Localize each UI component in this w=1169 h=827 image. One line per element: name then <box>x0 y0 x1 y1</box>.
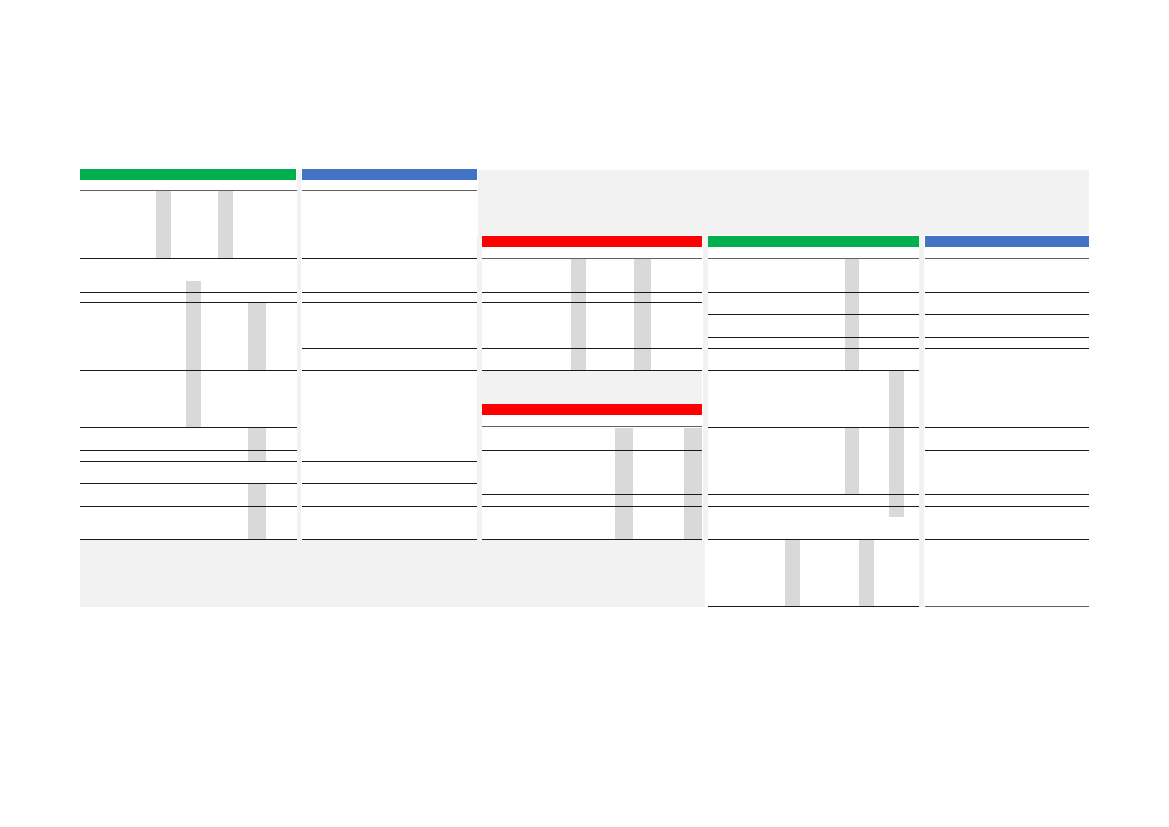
rule <box>482 348 702 349</box>
shade-col <box>845 428 859 494</box>
rule <box>302 461 477 462</box>
rule <box>80 450 297 451</box>
shade-col <box>156 191 171 258</box>
rule <box>708 258 919 259</box>
rule <box>708 292 919 293</box>
column-gap-2 <box>477 235 482 540</box>
rule <box>708 348 919 349</box>
rule <box>302 292 477 293</box>
shade-col <box>248 484 266 540</box>
rule <box>708 370 919 371</box>
rule <box>925 337 1089 338</box>
rule <box>482 450 702 451</box>
rule <box>482 426 702 427</box>
rule <box>482 292 702 293</box>
rule <box>302 302 477 303</box>
shade-col <box>859 540 874 607</box>
rule <box>925 292 1089 293</box>
rule <box>925 606 1089 607</box>
shade-col <box>218 191 233 258</box>
shade-col <box>248 303 266 370</box>
rule <box>302 190 477 191</box>
header-bar-blue-2 <box>925 236 1089 247</box>
rule <box>80 370 297 371</box>
header-bar-green-1 <box>80 169 296 180</box>
rule <box>925 494 1089 495</box>
rule <box>708 606 919 607</box>
rule <box>482 302 702 303</box>
rule <box>708 539 919 540</box>
rule <box>80 539 297 540</box>
rule <box>708 494 919 495</box>
rule <box>708 506 919 507</box>
rule <box>80 190 297 191</box>
middle-gray-panel <box>482 371 702 404</box>
rule <box>302 370 477 371</box>
header-bar-blue-1 <box>302 169 477 180</box>
rule <box>925 314 1089 315</box>
rule <box>302 506 477 507</box>
rule <box>925 258 1089 259</box>
shade-col <box>785 540 800 607</box>
rule <box>482 539 702 540</box>
rule <box>925 539 1089 540</box>
shade-col <box>571 259 586 370</box>
rule <box>302 483 477 484</box>
shade-col <box>634 259 651 370</box>
rule <box>80 302 297 303</box>
rule <box>925 506 1089 507</box>
header-bar-red-1 <box>482 236 702 247</box>
rule <box>80 506 297 507</box>
rule <box>302 348 477 349</box>
column-gap-1 <box>297 170 301 540</box>
rule <box>302 539 477 540</box>
rule <box>80 461 297 462</box>
rule <box>925 450 1089 451</box>
header-bar-red-2 <box>482 404 702 415</box>
rule <box>708 314 919 315</box>
rule <box>482 370 702 371</box>
rule <box>80 292 297 293</box>
top-gray-panel <box>478 170 1089 235</box>
shade-col <box>615 428 633 540</box>
rule <box>708 427 919 428</box>
shade-col <box>248 428 266 461</box>
rule <box>80 427 297 428</box>
shade-col <box>684 428 702 540</box>
shade-col <box>889 371 904 517</box>
rule <box>482 494 702 495</box>
rule <box>925 427 1089 428</box>
rule <box>80 258 297 259</box>
column-gap-3 <box>703 235 708 540</box>
column-gap-4 <box>919 235 924 607</box>
bottom-gray-panel <box>80 540 705 607</box>
header-bar-green-2 <box>708 236 919 247</box>
rule <box>302 258 477 259</box>
rule <box>80 483 297 484</box>
rule <box>925 348 1089 349</box>
rule <box>482 506 702 507</box>
shade-col <box>186 281 201 427</box>
rule <box>708 337 919 338</box>
rule <box>482 258 702 259</box>
